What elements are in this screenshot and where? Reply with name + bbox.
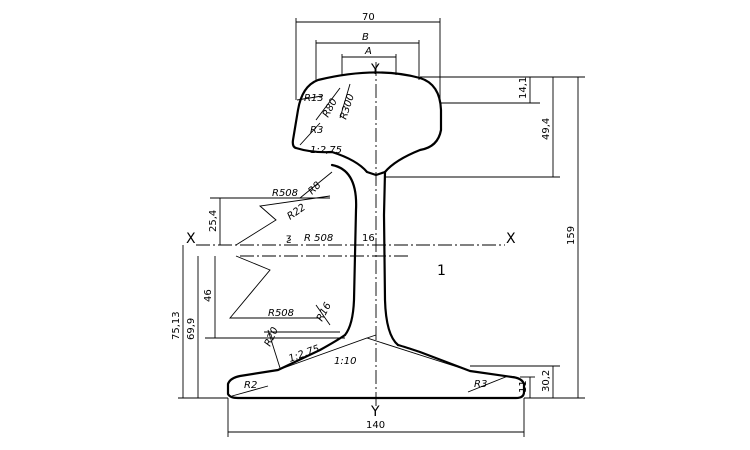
x-axis-label-left: X xyxy=(186,231,196,247)
radius-r3-head: R3 xyxy=(310,125,323,136)
dim-neutral-below: 46 xyxy=(203,289,214,302)
leader-r16 xyxy=(315,304,331,326)
y-axis-label-top: Y xyxy=(370,62,380,78)
leader-r8 xyxy=(299,171,333,199)
radius-r300: R300 xyxy=(338,93,357,121)
radius-r16: R16 xyxy=(315,301,334,324)
dim-base-edge-height: 11 xyxy=(518,380,529,393)
leader-r13 xyxy=(296,95,323,101)
part-number-label: 1 xyxy=(437,263,446,279)
leader-r3-head xyxy=(299,122,321,146)
rail-profile-outline xyxy=(291,71,443,177)
leader-r20 xyxy=(267,329,281,369)
dim-head-width-b: B xyxy=(362,32,369,43)
dim-head-height: 49,4 xyxy=(541,118,552,140)
leader-r80 xyxy=(315,87,341,121)
y-axis-label-bottom: Y xyxy=(370,404,380,420)
dim-web-thickness: 16 xyxy=(362,233,375,244)
dim-base-height: 30,2 xyxy=(541,370,552,392)
dim-total-height: 159 xyxy=(566,226,577,245)
radius-r80: R80 xyxy=(321,97,340,120)
head-slope-label: 1:2,75 xyxy=(310,145,342,156)
radius-r3-base: R3 xyxy=(474,379,487,390)
leader-r300 xyxy=(339,83,351,119)
dim-neutral-above: 25,4 xyxy=(208,210,219,232)
radius-r20: R20 xyxy=(263,326,281,348)
dim-head-width-a: A xyxy=(364,46,372,57)
base-slope-label: 1:2,75 xyxy=(287,344,321,365)
r508-zigzag-top xyxy=(235,195,331,246)
web-right-edge xyxy=(382,170,400,347)
radius-r8: R8 xyxy=(306,180,323,197)
dim-base-width: 140 xyxy=(366,420,385,431)
web-left-edge xyxy=(330,163,358,337)
base-slope-10-label: 1:10 xyxy=(334,356,356,367)
r508-zigzag-bottom xyxy=(229,255,320,319)
dim-head-top-height: 14,1 xyxy=(518,77,529,99)
dim-head-width: 70 xyxy=(362,12,375,23)
leader-r2 xyxy=(231,385,269,397)
radius-r508-center: R 508 xyxy=(304,233,333,244)
dim-height-69: 69,9 xyxy=(186,318,197,340)
leader-r3-base xyxy=(467,375,509,393)
rail-foot-outline xyxy=(226,333,526,400)
dim-height-75: 75,13 xyxy=(171,311,182,340)
radius-r508-top: R508 xyxy=(272,188,298,199)
radius-r22: R22 xyxy=(285,202,307,222)
radius-r508-bottom: R508 xyxy=(268,308,294,319)
foot-slope-lines xyxy=(277,334,471,372)
radius-r13: R13 xyxy=(304,93,324,104)
radius-r2: R2 xyxy=(244,380,257,391)
centre-mark-symbol: ƺ xyxy=(286,233,291,244)
x-axis-label-right: X xyxy=(506,231,516,247)
